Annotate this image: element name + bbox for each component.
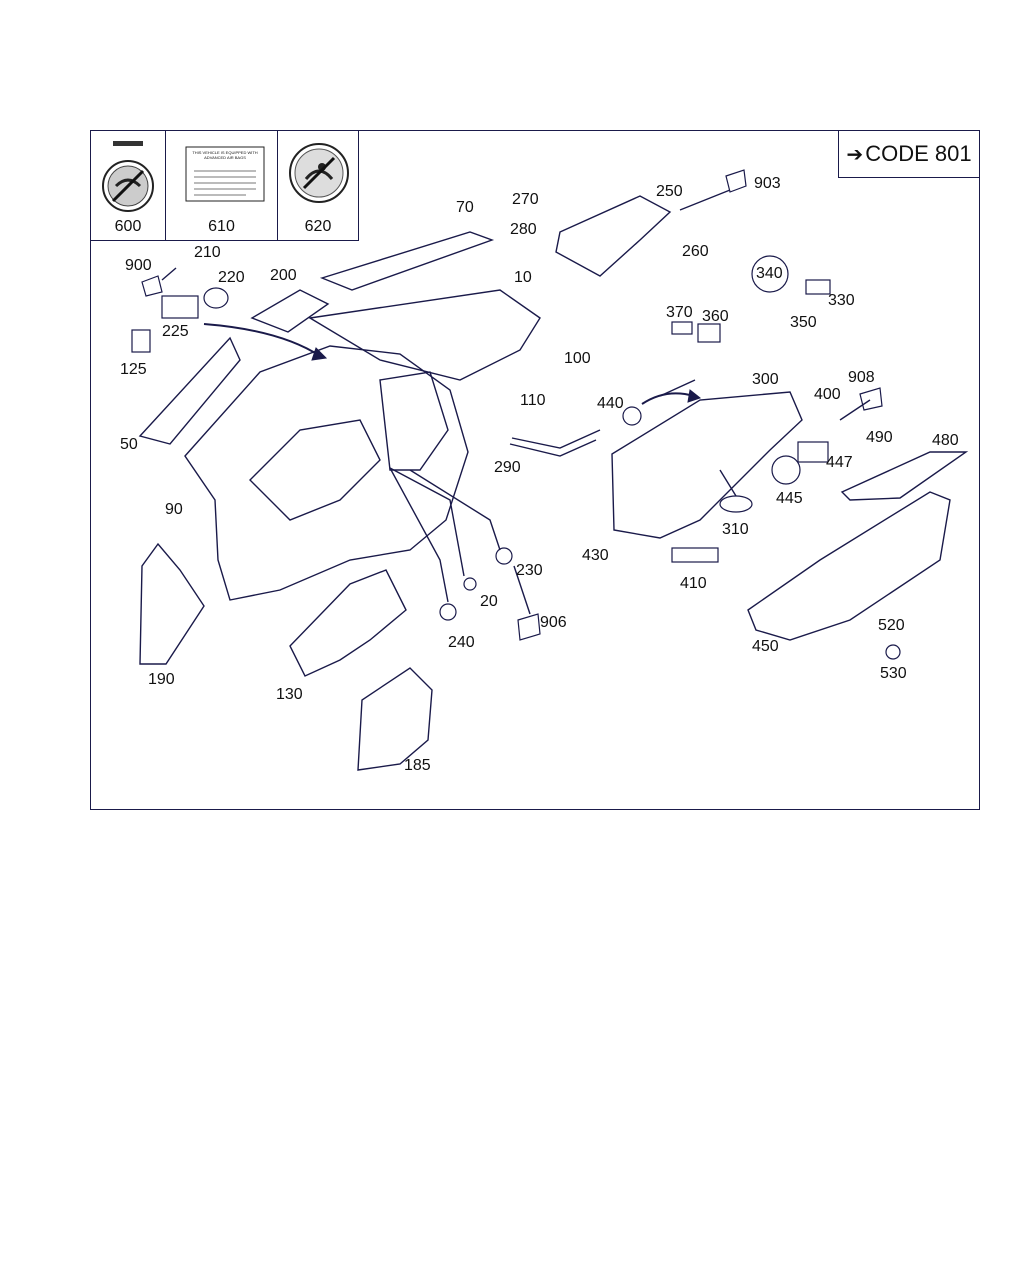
- callout-260: 260: [682, 243, 709, 260]
- callout-370: 370: [666, 304, 693, 321]
- callout-300: 300: [752, 371, 779, 388]
- label-cell-number: 610: [208, 218, 235, 235]
- callout-440: 440: [597, 395, 624, 412]
- part-906-tag: [517, 613, 541, 641]
- part-200-cover: [250, 289, 330, 333]
- part-903-tag: [725, 169, 747, 193]
- callout-185: 185: [404, 757, 431, 774]
- callout-430: 430: [582, 547, 609, 564]
- callout-100: 100: [564, 350, 591, 367]
- label-cell-600: 600: [90, 130, 166, 241]
- part-10-dash-top: [307, 289, 541, 381]
- part-330-clip: [805, 279, 831, 295]
- part-225-block: [161, 295, 199, 319]
- callout-200: 200: [270, 267, 297, 284]
- callout-490: 490: [866, 429, 893, 446]
- arrow-440: [641, 392, 695, 405]
- code-801-box: ➔ CODE 801: [838, 130, 980, 178]
- part-20-grommet: [463, 577, 477, 591]
- callout-270: 270: [512, 191, 539, 208]
- callout-50: 50: [120, 436, 138, 453]
- part-300-glovebox-housing: [611, 391, 803, 539]
- part-447-switch: [797, 441, 829, 463]
- callout-340: 340: [756, 265, 783, 282]
- airbag-warning-icon-600: [102, 141, 154, 212]
- callout-906: 906: [540, 614, 567, 631]
- part-410-bracket: [671, 547, 719, 563]
- callout-445: 445: [776, 490, 803, 507]
- label-cell-number: 600: [114, 218, 142, 235]
- callout-530: 530: [880, 665, 907, 682]
- callout-903: 903: [754, 175, 781, 192]
- callout-190: 190: [148, 671, 175, 688]
- callout-70: 70: [456, 199, 474, 216]
- part-250-airbag-module: [555, 195, 672, 277]
- label-cell-620: 620: [277, 130, 359, 241]
- callout-240: 240: [448, 634, 475, 651]
- part-125-block: [131, 329, 151, 353]
- warning-label-text: THIS VEHICLE IS EQUIPPED WITH ADVANCED A…: [186, 150, 264, 160]
- callout-330: 330: [828, 292, 855, 309]
- part-900-tag: [141, 275, 163, 297]
- callout-450: 450: [752, 638, 779, 655]
- callout-130: 130: [276, 686, 303, 703]
- part-480-strip: [840, 451, 969, 501]
- callout-125: 125: [120, 361, 147, 378]
- callout-10: 10: [514, 269, 532, 286]
- warning-label-icon-610: [185, 146, 265, 202]
- callout-220: 220: [218, 269, 245, 286]
- airbag-warning-icon-620: [289, 143, 349, 203]
- part-190-side-panel: [139, 542, 205, 665]
- callout-400: 400: [814, 386, 841, 403]
- label-cell-610: THIS VEHICLE IS EQUIPPED WITH ADVANCED A…: [165, 130, 278, 241]
- callout-900: 900: [125, 257, 152, 274]
- part-185-duct: [357, 667, 433, 771]
- callout-90: 90: [165, 501, 183, 518]
- callout-908: 908: [848, 369, 875, 386]
- part-450-glovebox-lid: [747, 491, 951, 641]
- part-908-tag: [859, 387, 883, 411]
- part-360-clip: [697, 323, 721, 343]
- callout-410: 410: [680, 575, 707, 592]
- callout-225: 225: [162, 323, 189, 340]
- label-cell-number: 620: [304, 218, 332, 235]
- part-50-left-trim: [138, 336, 241, 445]
- part-240-grommet: [439, 603, 457, 621]
- callout-360: 360: [702, 308, 729, 325]
- callout-310: 310: [722, 521, 749, 538]
- part-130-lower-panel: [289, 569, 407, 677]
- callout-480: 480: [932, 432, 959, 449]
- warning-label-line2: ADVANCED AIR BAGS: [204, 155, 246, 160]
- callout-250: 250: [656, 183, 683, 200]
- arrow-225: [203, 323, 321, 357]
- callout-210: 210: [194, 244, 221, 261]
- part-310-gear: [719, 495, 753, 513]
- dashboard-body: [184, 345, 469, 601]
- part-530-washer: [885, 644, 901, 660]
- arrow-right-icon: ➔: [846, 143, 864, 166]
- callout-520: 520: [878, 617, 905, 634]
- part-230-grommet: [495, 547, 513, 565]
- part-445-cap: [771, 455, 801, 485]
- code-box-text: CODE 801: [865, 141, 972, 166]
- callout-230: 230: [516, 562, 543, 579]
- parts-diagram-frame: [90, 130, 980, 810]
- callout-20: 20: [480, 593, 498, 610]
- part-440-ring: [622, 406, 642, 426]
- callout-290: 290: [494, 459, 521, 476]
- callout-350: 350: [790, 314, 817, 331]
- part-290-duct-tube: [511, 429, 601, 449]
- part-340-circle: [751, 255, 789, 293]
- part-370-clip: [671, 321, 693, 335]
- callout-280: 280: [510, 221, 537, 238]
- part-220-disc: [203, 287, 229, 309]
- warning-label-line1: THIS VEHICLE IS EQUIPPED WITH: [192, 150, 258, 155]
- part-70-top-cover: [319, 231, 495, 291]
- callout-110: 110: [520, 392, 546, 409]
- callout-447: 447: [826, 454, 853, 471]
